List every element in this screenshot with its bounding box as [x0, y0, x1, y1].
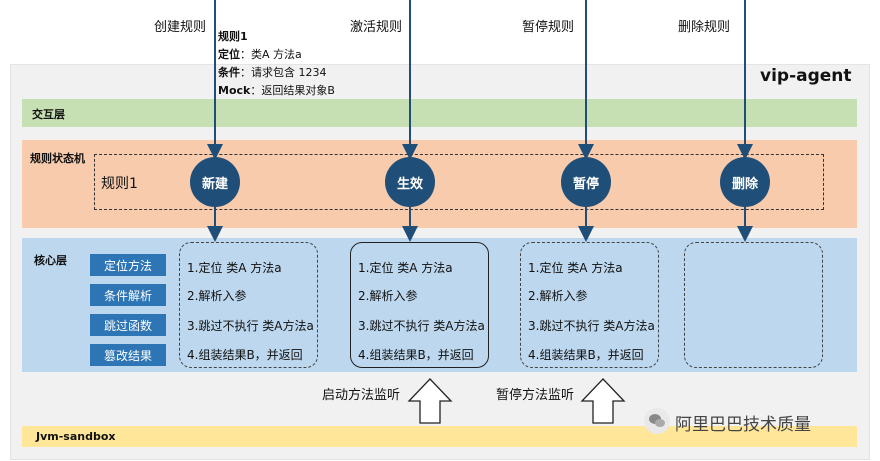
- op-activate-label: 激活规则: [350, 20, 403, 35]
- step-parse: 2.解析入参: [528, 289, 588, 303]
- step-parse: 2.解析入参: [187, 289, 247, 303]
- op-create-label: 创建规则: [154, 20, 207, 35]
- watermark-text: 阿里巴巴技术质量: [675, 415, 811, 435]
- steps-box-paused: 1.定位 类A 方法a 2.解析入参 3.跳过不执行 类A方法a 4.组装结果B…: [520, 242, 659, 368]
- state-active: 生效: [385, 157, 435, 207]
- rule-info-value-locate: ：类A 方法a: [240, 48, 302, 61]
- func-skip-function: 跳过函数: [90, 314, 166, 336]
- pause-monitor-arrow: [580, 378, 626, 424]
- agent-title: vip-agent: [760, 66, 852, 86]
- start-monitor-arrow: [407, 378, 453, 424]
- step-assemble: 4.组装结果B，并返回: [358, 348, 474, 362]
- rule-info: 规则1 定位：类A 方法a 条件：请求包含 1234 Mock：返回结果对象B: [218, 28, 335, 100]
- steps-box-new: 1.定位 类A 方法a 2.解析入参 3.跳过不执行 类A方法a 4.组装结果B…: [179, 242, 318, 368]
- step-assemble: 4.组装结果B，并返回: [187, 348, 303, 362]
- op-pause-label: 暂停规则: [522, 20, 575, 35]
- step-locate: 1.定位 类A 方法a: [187, 261, 282, 275]
- start-monitor-label: 启动方法监听: [322, 388, 401, 403]
- rule-boundary: [94, 154, 824, 210]
- func-locate-method: 定位方法: [90, 254, 166, 276]
- steps-box-active: 1.定位 类A 方法a 2.解析入参 3.跳过不执行 类A方法a 4.组装结果B…: [350, 242, 489, 368]
- rule-info-value-condition: ：请求包含 1234: [240, 66, 327, 79]
- rule-info-value-mock: ：返回结果对象B: [250, 84, 335, 97]
- step-locate: 1.定位 类A 方法a: [528, 261, 623, 275]
- step-skip: 3.跳过不执行 类A方法a: [528, 319, 655, 333]
- core-layer-label: 核心层: [34, 254, 67, 267]
- steps-box-deleted: [684, 242, 823, 368]
- func-tamper-result: 篡改结果: [90, 344, 166, 366]
- pause-monitor-label: 暂停方法监听: [496, 388, 575, 403]
- rule-info-key-locate: 定位: [218, 48, 240, 61]
- step-assemble: 4.组装结果B，并返回: [528, 348, 644, 362]
- interaction-layer: [22, 99, 857, 127]
- sandbox-layer-label: Jvm-sandbox: [36, 430, 116, 443]
- rule-name: 规则1: [101, 176, 138, 192]
- step-locate: 1.定位 类A 方法a: [358, 261, 453, 275]
- state-deleted: 删除: [720, 157, 770, 207]
- op-delete-label: 删除规则: [678, 20, 731, 35]
- interaction-layer-label: 交互层: [32, 108, 65, 121]
- step-parse: 2.解析入参: [358, 289, 418, 303]
- state-new: 新建: [190, 157, 240, 207]
- state-machine-layer-label: 规则状态机: [30, 152, 85, 165]
- rule-info-key-mock: Mock: [218, 84, 251, 97]
- rule-info-key-condition: 条件: [218, 66, 240, 79]
- step-skip: 3.跳过不执行 类A方法a: [187, 319, 314, 333]
- wechat-icon: [644, 408, 670, 434]
- step-skip: 3.跳过不执行 类A方法a: [358, 319, 485, 333]
- state-paused: 暂停: [561, 157, 611, 207]
- func-parse-condition: 条件解析: [90, 284, 166, 306]
- rule-info-title: 规则1: [218, 30, 248, 43]
